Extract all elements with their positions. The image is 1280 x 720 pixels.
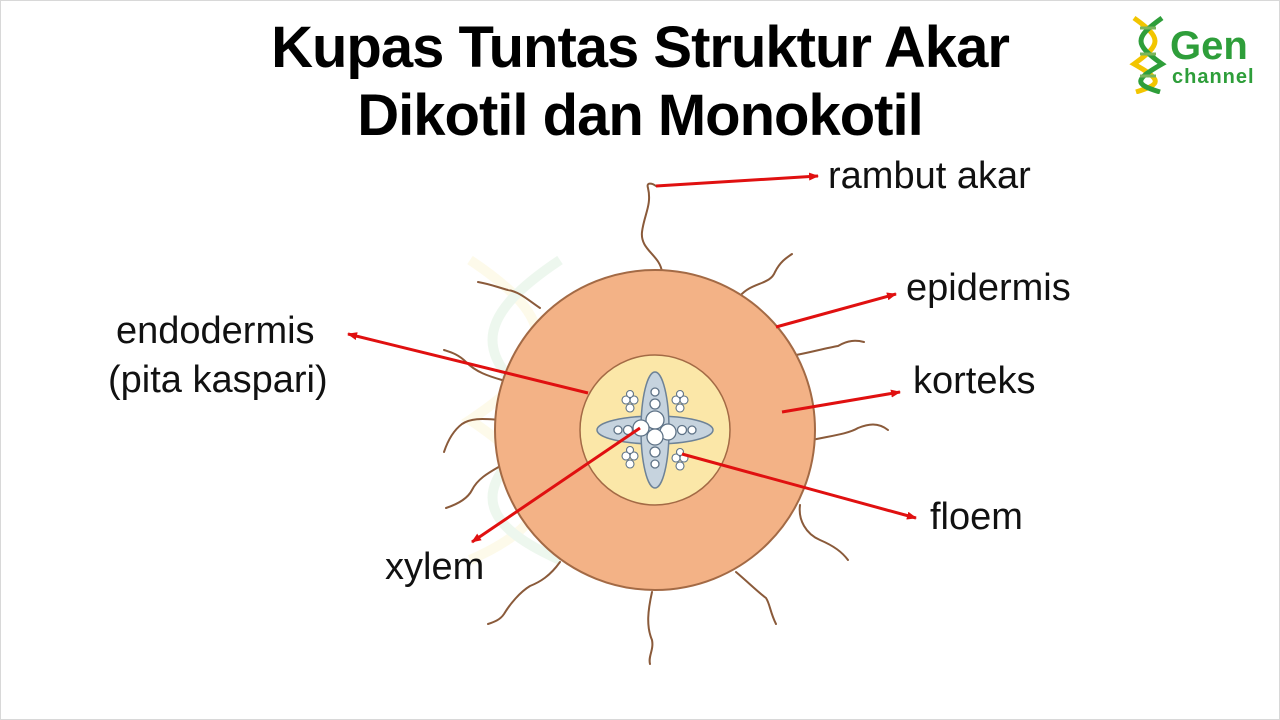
label-xylem: xylem — [385, 546, 485, 588]
label-floem: floem — [930, 496, 1023, 538]
phloem-clusters — [621, 389, 689, 471]
arrow-xylem — [471, 426, 641, 544]
page-title: Kupas Tuntas Struktur Akar Dikotil dan M… — [140, 14, 1140, 150]
arrow-endodermis — [347, 332, 589, 395]
title-line-2: Dikotil dan Monokotil — [357, 83, 923, 148]
label-epidermis: epidermis — [906, 267, 1071, 309]
dna-icon — [1129, 15, 1167, 94]
logo-name: Gen — [1170, 24, 1248, 68]
root-hairs — [443, 182, 889, 665]
label-korteks: korteks — [913, 360, 1036, 402]
label-pita-kaspari: (pita kaspari) — [108, 359, 328, 401]
label-rambut-akar: rambut akar — [828, 155, 1031, 197]
label-endodermis: endodermis — [116, 310, 315, 352]
arrow-rambut-akar — [655, 172, 819, 188]
arrow-epidermis — [775, 292, 897, 329]
pointer-arrows — [347, 172, 917, 544]
xylem-vessels — [613, 387, 697, 469]
arrow-floem — [681, 452, 917, 520]
arrow-korteks — [781, 389, 901, 414]
logo-subtitle: channel — [1172, 66, 1255, 88]
channel-logo: Gen channel — [1128, 12, 1268, 94]
title-line-1: Kupas Tuntas Struktur Akar — [271, 15, 1010, 80]
